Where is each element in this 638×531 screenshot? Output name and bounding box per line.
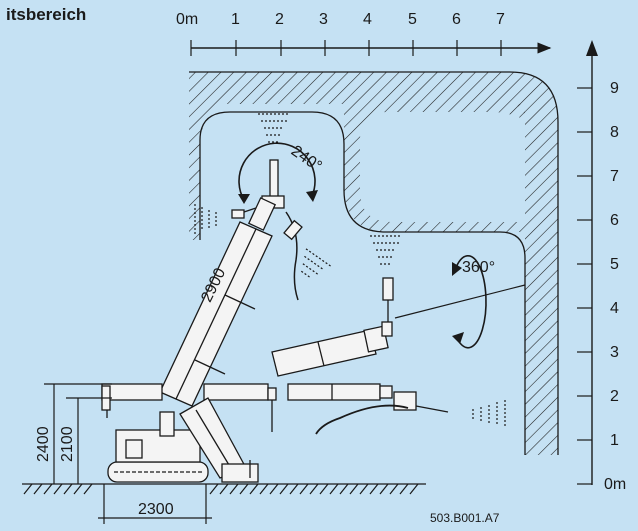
rotation-arm-label: 360° <box>462 259 495 276</box>
height-dimensions <box>44 383 112 484</box>
x-tick-4: 4 <box>363 11 372 28</box>
spray-top <box>258 113 290 143</box>
y-tick-1: 1 <box>610 432 619 449</box>
x-tick-3: 3 <box>319 11 328 28</box>
y-tick-0: 0m <box>604 476 626 493</box>
rotation-arc-360 <box>454 255 487 349</box>
x-tick-6: 6 <box>452 11 461 28</box>
diagram-title: itsbereich <box>6 5 86 24</box>
y-tick-5: 5 <box>610 256 619 273</box>
y-tick-4: 4 <box>610 300 619 317</box>
x-tick-5: 5 <box>408 11 417 28</box>
x-tick-7: 7 <box>496 11 505 28</box>
y-tick-6: 6 <box>610 212 619 229</box>
nozzle-head-top <box>231 159 303 301</box>
y-tick-3: 3 <box>610 344 619 361</box>
x-tick-1: 1 <box>231 11 240 28</box>
drawing-code: 503.B001.A7 <box>430 511 500 525</box>
y-axis: 0m 1 2 3 4 5 6 7 8 9 <box>577 40 626 493</box>
height-b-label: 2100 <box>59 426 76 462</box>
spray-left <box>194 204 217 234</box>
rotation-arc-240 <box>238 142 316 201</box>
width-label: 2300 <box>138 501 174 518</box>
height-a-label: 2400 <box>35 426 52 462</box>
y-tick-8: 8 <box>610 124 619 141</box>
rotation-head-label: 240° <box>288 142 325 175</box>
x-axis: 0m 1 2 3 4 5 6 7 <box>176 11 552 56</box>
ground-line <box>22 483 426 495</box>
spray-diagonal <box>300 248 331 279</box>
y-tick-9: 9 <box>610 80 619 97</box>
x-tick-0: 0m <box>176 11 198 28</box>
x-tick-2: 2 <box>275 11 284 28</box>
y-tick-2: 2 <box>610 388 619 405</box>
boom-arm <box>159 197 277 407</box>
spray-right-low <box>472 400 506 428</box>
arm-horizontal <box>101 383 449 435</box>
arm-mid-right <box>271 277 394 377</box>
width-dimension <box>98 484 212 524</box>
y-tick-7: 7 <box>610 168 619 185</box>
spray-mid <box>370 235 402 265</box>
